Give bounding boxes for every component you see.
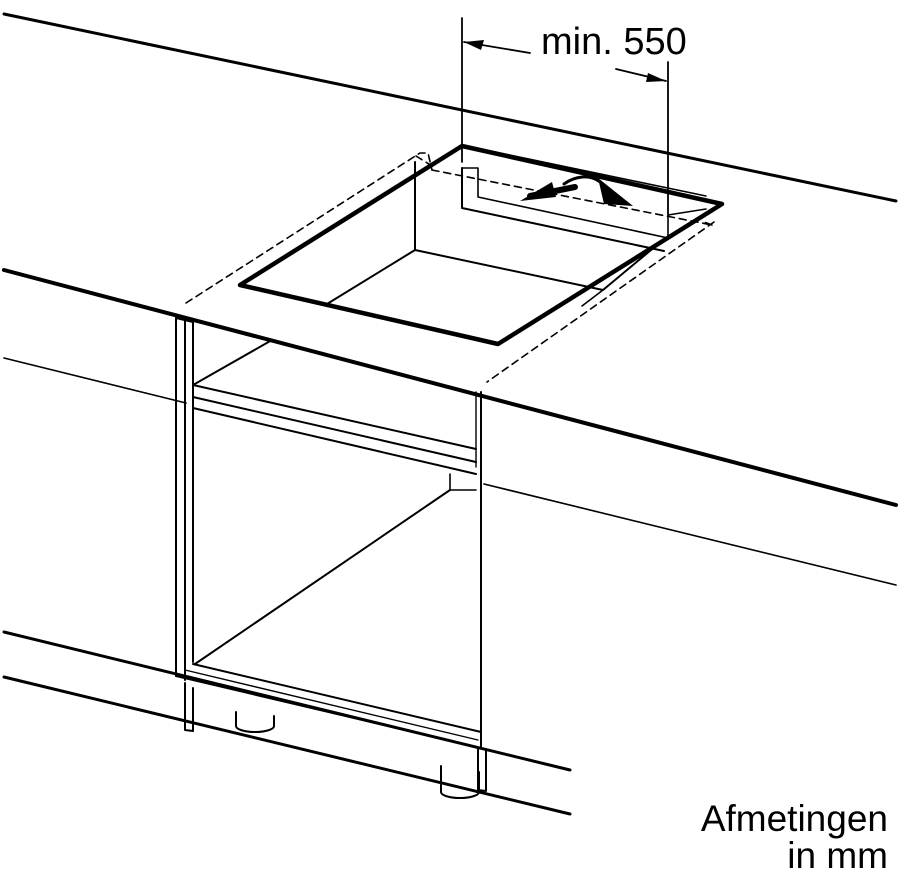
units-note-line2: in mm: [787, 835, 888, 876]
dimension-label: min. 550: [541, 21, 687, 63]
countertop: [2, 12, 898, 507]
cabinet-feet: [235, 711, 480, 799]
hob-outline-dashed: [185, 152, 715, 383]
insertion-arrow: [520, 175, 633, 206]
dimension-min-550: [461, 17, 669, 215]
units-note: Afmetingen in mm: [701, 800, 888, 874]
wall-lines: [3, 357, 897, 586]
hob-cutout: [237, 143, 725, 347]
cabinet: [175, 317, 487, 792]
units-note-line1: Afmetingen: [700, 798, 888, 839]
